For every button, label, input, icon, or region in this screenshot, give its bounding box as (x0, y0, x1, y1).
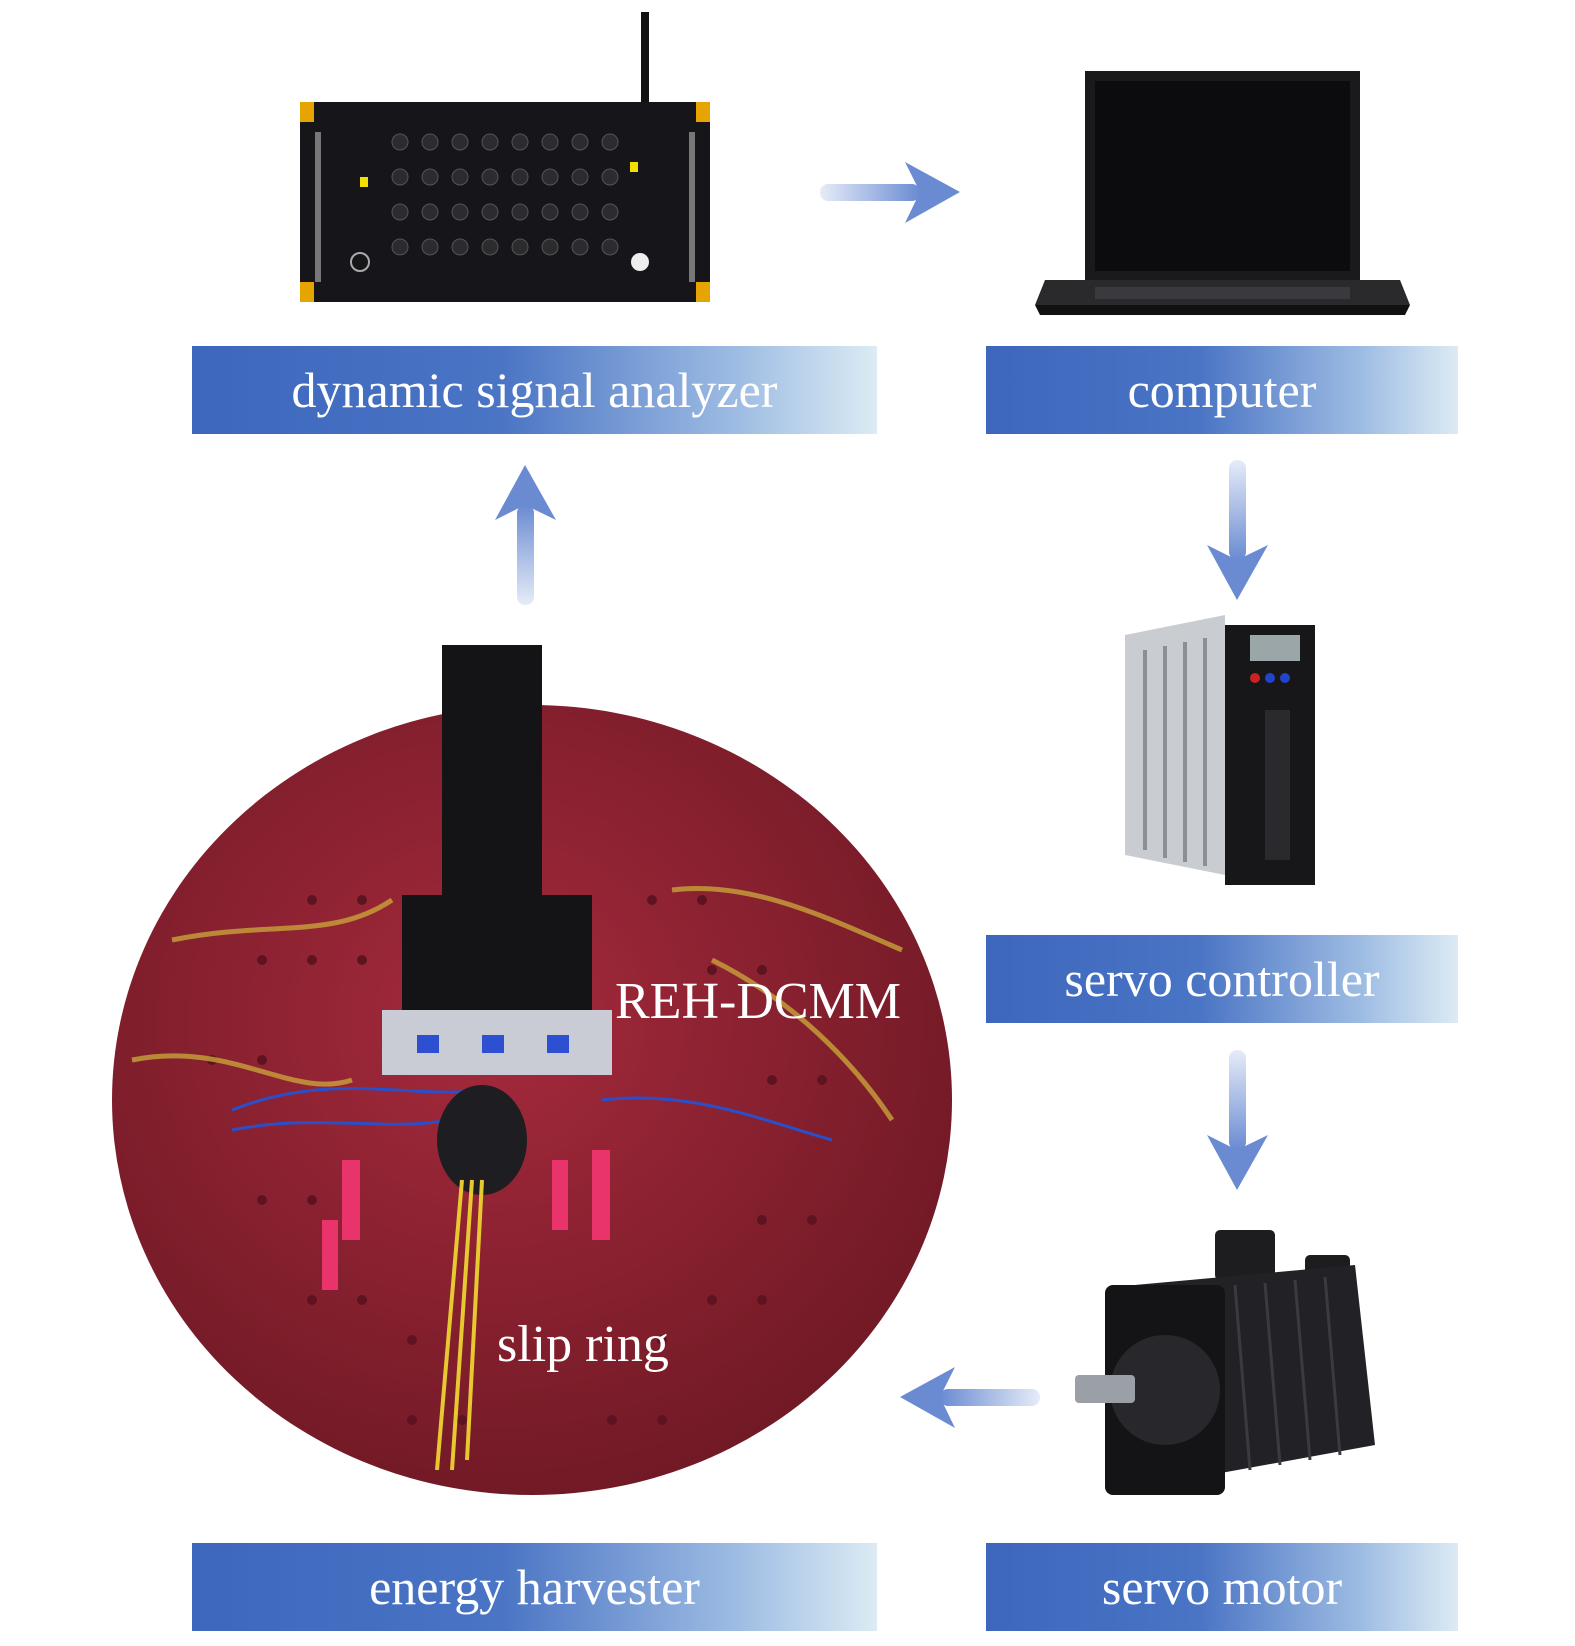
energy-harvester-image (112, 645, 952, 1495)
computer-image (1035, 71, 1410, 315)
arrow-analyzer-to-computer (820, 162, 960, 223)
annotation-slip-ring: slip ring (497, 1316, 669, 1373)
arrow-controller-to-motor (1207, 1050, 1268, 1190)
annotation-reh-dcmm: REH-DCMM (615, 973, 902, 1030)
arrow-harvester-to-analyzer (495, 465, 556, 605)
label-energy-harvester: energy harvester (192, 1543, 877, 1631)
arrow-computer-to-controller (1207, 460, 1268, 600)
label-servo-controller: servo controller (986, 935, 1458, 1023)
label-dynamic-signal-analyzer: dynamic signal analyzer (192, 346, 877, 434)
dynamic-signal-analyzer-image (300, 12, 710, 302)
label-servo-motor: servo motor (986, 1543, 1458, 1631)
label-computer: computer (986, 346, 1458, 434)
servo-motor-image (1075, 1230, 1375, 1495)
servo-controller-image (1125, 615, 1315, 885)
arrow-motor-to-harvester (900, 1367, 1040, 1428)
